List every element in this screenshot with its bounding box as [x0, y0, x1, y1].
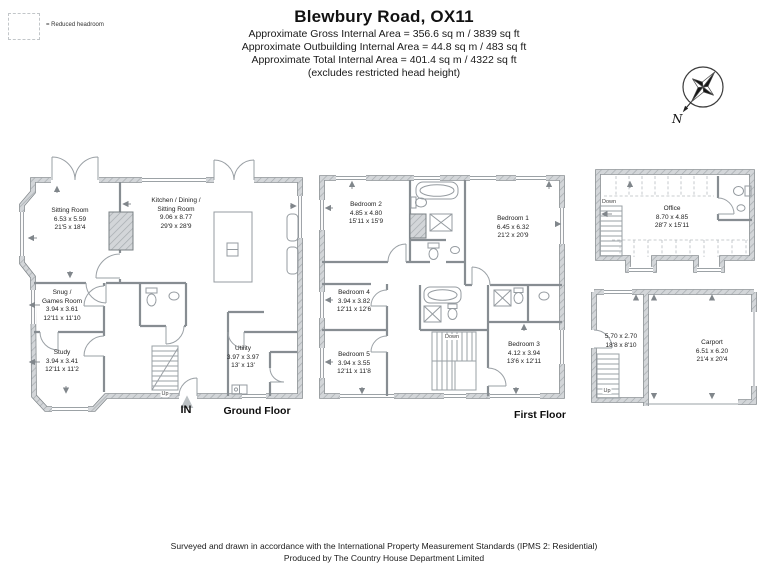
label-bedroom-2: Bedroom 2 4.85 x 4.80 15'11 x 15'9	[349, 201, 383, 227]
stairs-down-label-first: Down	[443, 334, 461, 340]
room-name: Sitting Room	[51, 207, 89, 214]
reduced-headroom-zones	[604, 176, 748, 257]
room-dim-metric: 4.12 x 3.94	[507, 349, 541, 357]
room-dim-imperial: 21'5 x 18'4	[54, 224, 86, 232]
room-dim-metric: 3.94 x 3.41	[45, 357, 79, 365]
fixtures	[145, 181, 752, 395]
room-name: Bedroom 5	[338, 351, 370, 358]
room-dim-metric: 9.06 x 8.77	[159, 214, 193, 222]
stairs-down-label-office: Down	[600, 199, 618, 205]
label-utility: Utility 3.97 x 3.97 13' x 13'	[227, 345, 259, 371]
chimney-blocks	[108, 211, 427, 251]
room-name: Carport	[701, 339, 723, 346]
ground-floor-label: Ground Floor	[223, 405, 291, 417]
room-name: Kitchen / Dining / Sitting Room	[151, 197, 201, 213]
stairs-up-label-ground: Up	[160, 391, 170, 397]
room-dim-imperial: 18'8 x 8'10	[605, 341, 637, 349]
outbuilding-area-line: Approximate Outbuilding Internal Area = …	[241, 41, 527, 53]
label-sitting-room: Sitting Room 6.53 x 5.59 21'5 x 18'4	[51, 207, 88, 233]
label-carport: Carport 6.51 x 6.20 21'4 x 20'4	[696, 339, 728, 365]
footer-producer-line: Produced by The Country House Department…	[283, 553, 485, 564]
room-dim-metric: 6.53 x 5.59	[53, 215, 87, 223]
dimension-arrows	[27, 180, 716, 400]
room-dim-metric: 3.94 x 3.55	[337, 359, 371, 367]
room-name: Bedroom 1	[497, 215, 529, 222]
room-dim-imperial: 12'11 x 11'2	[45, 366, 79, 374]
room-dim-imperial: 29'9 x 28'9	[160, 222, 192, 230]
room-dim-metric: 3.97 x 3.97	[226, 353, 260, 361]
footer: Surveyed and drawn in accordance with th…	[0, 540, 768, 565]
room-name: Bedroom 4	[338, 289, 370, 296]
room-name: Snug / Games Room	[41, 289, 83, 305]
room-name: Study	[53, 349, 71, 356]
label-bedroom-4: Bedroom 4 3.94 x 3.82 12'11 x 12'6	[337, 289, 371, 315]
room-dim-metric: 3.94 x 3.82	[337, 297, 371, 305]
interior-walls	[34, 176, 752, 396]
room-dim-imperial: 13' x 13'	[231, 362, 255, 370]
doors	[39, 156, 735, 397]
label-study: Study 3.94 x 3.41 12'11 x 11'2	[45, 349, 79, 375]
room-dim-imperial: 13'6 x 12'11	[506, 358, 542, 366]
stairs-up-label-loft: Up	[602, 388, 612, 394]
room-dim-imperial: 15'11 x 15'9	[348, 218, 384, 226]
header: Blewbury Road, OX11 Approximate Gross In…	[0, 7, 768, 79]
label-bedroom-5: Bedroom 5 3.94 x 3.55 12'11 x 11'8	[337, 351, 371, 377]
first-floor-label: First Floor	[514, 409, 566, 421]
room-dim-metric: 6.51 x 6.20	[695, 347, 729, 355]
footer-standards-line: Surveyed and drawn in accordance with th…	[170, 541, 598, 551]
north-label: N	[671, 112, 683, 126]
room-dim-imperial: 12'11 x 12'6	[336, 306, 372, 314]
label-office: Office 8.70 x 4.85 28'7 x 15'11	[655, 205, 689, 231]
room-name: Utility	[235, 345, 251, 352]
room-dim-metric: 8.70 x 4.85	[655, 213, 689, 221]
carport-open-edges	[646, 312, 755, 405]
label-snug-games-room: Snug / Games Room 3.94 x 3.61 12'11 x 11…	[42, 289, 82, 323]
room-dim-imperial: 12'11 x 11'10	[43, 314, 81, 322]
wall-openings	[18, 174, 721, 413]
label-bedroom-1: Bedroom 1 6.45 x 6.32 21'2 x 20'9	[497, 215, 529, 241]
room-name: Bedroom 2	[350, 201, 382, 208]
label-kitchen-dining: Kitchen / Dining / Sitting Room 9.06 x 8…	[151, 197, 200, 231]
room-dim-metric: 6.45 x 6.32	[496, 223, 530, 231]
compass-rose-icon: N	[671, 66, 724, 126]
label-loft-room: 5.70 x 2.70 18'8 x 8'10	[605, 333, 637, 350]
page-title: Blewbury Road, OX11	[294, 7, 474, 26]
room-dim-imperial: 21'4 x 20'4	[696, 356, 728, 364]
head-height-note: (excludes restricted head height)	[307, 67, 461, 79]
room-name: Office	[663, 205, 681, 212]
north-arrowhead	[682, 105, 689, 113]
reduced-headroom-label: = Reduced headroom	[46, 22, 104, 28]
reduced-headroom-swatch	[8, 13, 40, 40]
room-dim-imperial: 12'11 x 11'8	[337, 368, 371, 376]
room-name: Bedroom 3	[508, 341, 540, 348]
room-dim-metric: 4.85 x 4.80	[349, 209, 383, 217]
gross-area-line: Approximate Gross Internal Area = 356.6 …	[248, 28, 520, 40]
label-bedroom-3: Bedroom 3 4.12 x 3.94 13'6 x 12'11	[507, 341, 541, 367]
entrance-label: IN	[180, 404, 192, 416]
total-area-line: Approximate Total Internal Area = 401.4 …	[251, 54, 517, 66]
room-dim-metric: 5.70 x 2.70	[604, 333, 638, 340]
room-dim-imperial: 28'7 x 15'11	[654, 222, 690, 230]
stairs	[151, 205, 623, 399]
room-dim-metric: 3.94 x 3.61	[45, 306, 79, 314]
room-dim-imperial: 21'2 x 20'9	[497, 232, 529, 240]
